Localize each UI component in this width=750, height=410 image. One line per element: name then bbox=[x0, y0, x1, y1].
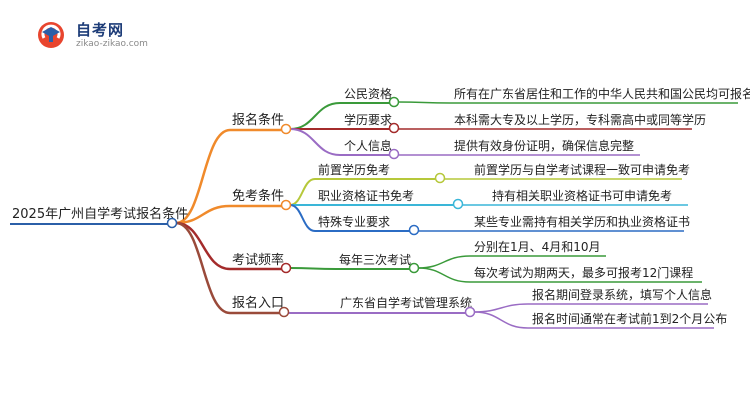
root-node-dot bbox=[166, 217, 178, 229]
edge-registration-citizenship bbox=[289, 102, 341, 130]
sub-label-personal-info: 个人信息 bbox=[344, 138, 392, 153]
sub-label-citizenship: 公民资格 bbox=[344, 86, 392, 101]
leaf-education: 本科需大专及以上学历，专科需高中或同等学历 bbox=[454, 112, 706, 127]
dots bbox=[278, 96, 476, 318]
leaf-special-major: 某些专业需持有相关学历和执业资格证书 bbox=[474, 214, 690, 229]
branch-label-registration: 报名条件 bbox=[232, 112, 284, 128]
sub-label-exam-system: 广东省自学考试管理系统 bbox=[340, 295, 472, 310]
dot-frequency bbox=[280, 262, 292, 274]
edge-exemption-special bbox=[289, 204, 316, 232]
graduation-cap-logo-icon bbox=[38, 22, 64, 48]
edge-root-entrance bbox=[175, 221, 231, 315]
dot-three bbox=[408, 262, 420, 274]
edge-frequency-three bbox=[289, 267, 337, 270]
branch-label-entrance: 报名入口 bbox=[232, 295, 284, 311]
edge-registration-personal bbox=[289, 128, 341, 156]
edge-root-registration bbox=[175, 128, 231, 225]
leaf-citizenship: 所有在广东省居住和工作的中华人民共和国公民均可报名 bbox=[454, 86, 750, 101]
leaf-login-system: 报名期间登录系统，填写个人信息 bbox=[532, 287, 712, 302]
dot-citizenship bbox=[388, 96, 400, 108]
dot-personal bbox=[388, 148, 400, 160]
branch-label-exemption: 免考条件 bbox=[232, 188, 284, 204]
dot-prior bbox=[434, 172, 446, 184]
dot-special bbox=[408, 224, 420, 236]
dot-education bbox=[388, 122, 400, 134]
leaf-personal-info: 提供有效身份证明，确保信息完整 bbox=[454, 138, 634, 153]
leaf-qualification-cert: 持有相关职业资格证书可申请免考 bbox=[492, 188, 672, 203]
edges bbox=[175, 101, 738, 329]
branch-label-frequency: 考试频率 bbox=[232, 252, 284, 268]
dot-entrance bbox=[278, 306, 290, 318]
dot-registration bbox=[280, 123, 292, 135]
leaf-prior-education: 前置学历与自学考试课程一致可申请免考 bbox=[474, 162, 690, 177]
sub-label-special-major: 特殊专业要求 bbox=[318, 214, 390, 229]
sub-label-education: 学历要求 bbox=[344, 112, 392, 127]
edge-root-exemption bbox=[175, 204, 231, 225]
logo-url: zikao-zikao.com bbox=[76, 39, 148, 49]
root-label: 2025年广州自学考试报名条件 bbox=[12, 206, 188, 222]
leaf-registration-time: 报名时间通常在考试前1到2个月公布 bbox=[532, 311, 727, 326]
site-logo: 自考网 zikao-zikao.com bbox=[36, 18, 176, 52]
edge-exemption-prior bbox=[289, 178, 316, 206]
leaf-exam-duration: 每次考试为期两天，最多可报考12门课程 bbox=[474, 265, 693, 280]
edge-citizenship-leaf bbox=[397, 101, 451, 104]
edge-system-time bbox=[473, 311, 529, 329]
sub-label-qualification-cert: 职业资格证书免考 bbox=[318, 188, 414, 203]
dot-cert bbox=[452, 198, 464, 210]
edge-system-login bbox=[473, 303, 529, 313]
edge-three-duration bbox=[417, 267, 471, 283]
sub-label-prior-education: 前置学历免考 bbox=[318, 162, 390, 177]
dot-system bbox=[464, 306, 476, 318]
logo-name: 自考网 bbox=[76, 21, 125, 39]
edge-root-frequency bbox=[175, 221, 231, 271]
edge-three-months bbox=[417, 255, 471, 269]
nodes: 2025年广州自学考试报名条件 报名条件 免考条件 考试频率 报名入口 公民资格… bbox=[10, 86, 750, 326]
dot-exemption bbox=[280, 199, 292, 211]
leaf-exam-months: 分别在1月、4月和10月 bbox=[474, 240, 601, 254]
sub-label-three-exams: 每年三次考试 bbox=[339, 252, 411, 267]
